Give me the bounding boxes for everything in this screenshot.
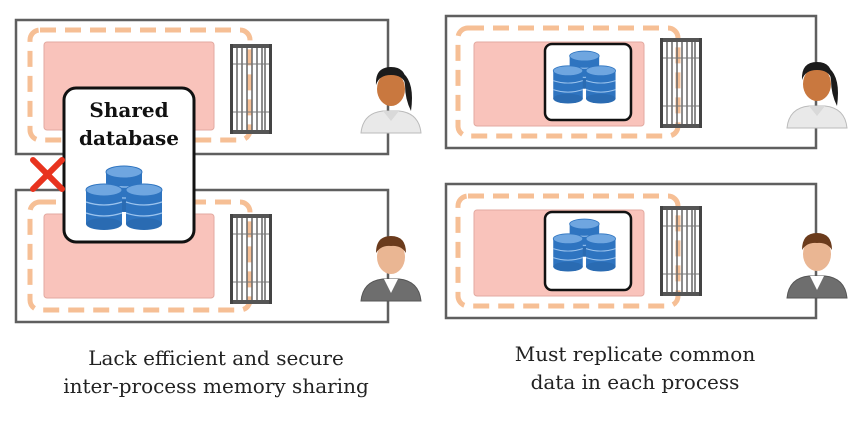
shared-database-label: Shared database <box>64 96 194 152</box>
shared-database-label-line1: Shared <box>89 98 169 122</box>
caption-right-line2: data in each process <box>530 370 740 394</box>
process-box-right-top <box>444 14 848 150</box>
caption-right: Must replicate common data in each proce… <box>470 340 800 396</box>
caption-right-line1: Must replicate common <box>514 342 756 366</box>
process-boundary-right-top <box>455 25 681 139</box>
red-x-icon <box>30 157 65 192</box>
shared-database-box <box>62 86 196 244</box>
caption-left-line1: Lack efficient and secure <box>88 346 344 370</box>
caption-left-line2: inter-process memory sharing <box>63 374 369 398</box>
process-box-right-bottom <box>444 182 848 320</box>
shared-database-label-line2: database <box>78 126 180 150</box>
caption-left: Lack efficient and secure inter-process … <box>26 344 406 400</box>
process-boundary-left-top <box>27 27 253 143</box>
process-boundary-right-bottom <box>455 193 681 309</box>
